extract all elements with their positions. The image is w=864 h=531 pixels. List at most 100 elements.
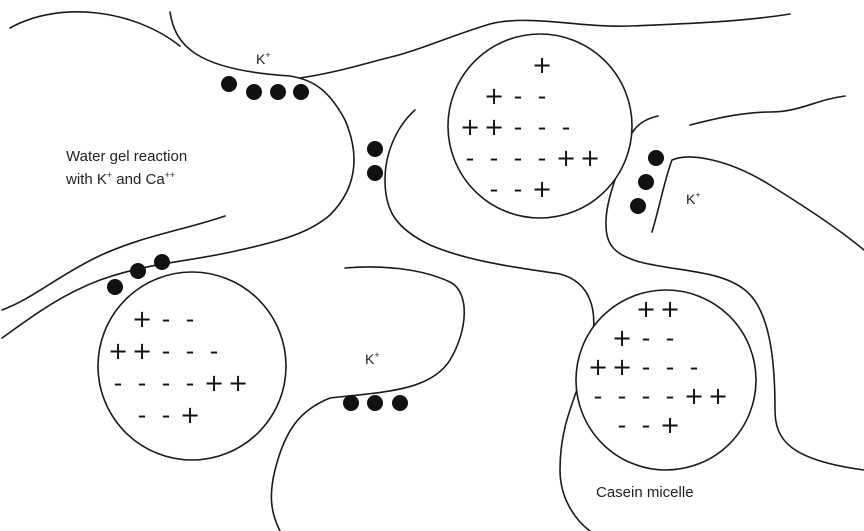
positive-charge: + [580, 144, 600, 172]
negative-charge: - [642, 411, 651, 439]
ion-label-top: K+ [256, 50, 271, 67]
negative-charge: - [642, 353, 651, 381]
ion-dot [221, 76, 237, 92]
negative-charge: - [162, 401, 171, 429]
ion-dot [154, 254, 170, 270]
micelle-circle [447, 33, 633, 219]
water-gel-prefix: with K [65, 171, 107, 188]
charge-grid: +--++-------++--+ [108, 305, 248, 429]
ion-charge: + [374, 350, 379, 360]
positive-charge: + [484, 82, 504, 110]
ion-dot [293, 84, 309, 100]
ion-dot [130, 263, 146, 279]
positive-charge: + [180, 401, 200, 429]
ion-label-right: K+ [686, 190, 701, 207]
positive-charge: + [612, 353, 632, 381]
negative-charge: - [666, 324, 675, 352]
ion-dot [107, 279, 123, 295]
water-gel-label-line2: with K+ and Ca++ [65, 170, 175, 188]
ion-symbol: K [686, 191, 696, 207]
negative-charge: - [210, 337, 219, 365]
negative-charge: - [138, 401, 147, 429]
negative-charge: - [666, 382, 675, 410]
casein-micelle-label: Casein micelle [596, 484, 694, 501]
negative-charge: - [186, 305, 195, 333]
gel-outline-right-inner [651, 156, 864, 251]
negative-charge: - [490, 144, 499, 172]
casein-micelle-top: ++--++-------++--+ [447, 33, 633, 219]
casein-micelle-left: +--++-------++--+ [97, 271, 287, 461]
ion-bridge-left [107, 254, 170, 295]
positive-charge: + [132, 305, 152, 333]
ion-dot [648, 150, 664, 166]
negative-charge: - [162, 369, 171, 397]
negative-charge: - [186, 337, 195, 365]
negative-charge: - [562, 113, 571, 141]
ion-dot [392, 395, 408, 411]
ion-dot [367, 165, 383, 181]
negative-charge: - [514, 144, 523, 172]
ion-dot [270, 84, 286, 100]
positive-charge: + [460, 113, 480, 141]
positive-charge: + [204, 369, 224, 397]
micelle-circle [575, 289, 757, 471]
water-gel-mid: and Ca [112, 171, 165, 188]
gel-outline-top-left-upper [9, 11, 181, 47]
negative-charge: - [642, 324, 651, 352]
negative-charge: - [186, 369, 195, 397]
positive-charge: + [660, 295, 680, 323]
negative-charge: - [594, 382, 603, 410]
ion-dot [638, 174, 654, 190]
negative-charge: - [618, 382, 627, 410]
gel-outline-center-top [384, 109, 595, 531]
positive-charge: + [132, 337, 152, 365]
ion-charge: + [265, 50, 270, 60]
negative-charge: - [114, 369, 123, 397]
negative-charge: - [514, 82, 523, 110]
ion-bridge-top-left [221, 76, 309, 100]
negative-charge: - [618, 411, 627, 439]
ion-bridge-right [630, 150, 664, 214]
positive-charge: + [532, 175, 552, 203]
ion-dot [246, 84, 262, 100]
gel-outline-top-upper-right [299, 13, 791, 79]
positive-charge: + [684, 382, 704, 410]
positive-charge: + [708, 382, 728, 410]
negative-charge: - [690, 353, 699, 381]
positive-charge: + [108, 337, 128, 365]
gel-outline-right-upper [689, 95, 846, 126]
ion-dot [343, 395, 359, 411]
positive-charge: + [660, 411, 680, 439]
positive-charge: + [612, 324, 632, 352]
water-gel-k-charge: + [107, 170, 112, 180]
positive-charge: + [588, 353, 608, 381]
negative-charge: - [138, 369, 147, 397]
negative-charge: - [466, 144, 475, 172]
positive-charge: + [556, 144, 576, 172]
charge-grid: ++--++-------++--+ [460, 51, 600, 203]
ion-dot [367, 395, 383, 411]
gel-outline-top-left-channel [1, 11, 355, 339]
negative-charge: - [666, 353, 675, 381]
negative-charge: - [538, 113, 547, 141]
charge-grid: +++--++-------++--+ [588, 295, 728, 439]
negative-charge: - [538, 82, 547, 110]
positive-charge: + [228, 369, 248, 397]
ion-dot [630, 198, 646, 214]
ion-label-bottom: K+ [365, 350, 380, 367]
negative-charge: - [514, 113, 523, 141]
negative-charge: - [162, 305, 171, 333]
ion-bridge-bottom [343, 395, 408, 411]
casein-micelle-right: +++--++-------++--+ [575, 289, 757, 471]
negative-charge: - [514, 175, 523, 203]
water-gel-ca-charge: ++ [165, 170, 176, 180]
ion-charge: + [695, 190, 700, 200]
positive-charge: + [484, 113, 504, 141]
micelle-circle [97, 271, 287, 461]
ion-dot [367, 141, 383, 157]
ion-bridge-center [367, 141, 383, 181]
positive-charge: + [636, 295, 656, 323]
negative-charge: - [490, 175, 499, 203]
ion-symbol: K [256, 51, 266, 67]
